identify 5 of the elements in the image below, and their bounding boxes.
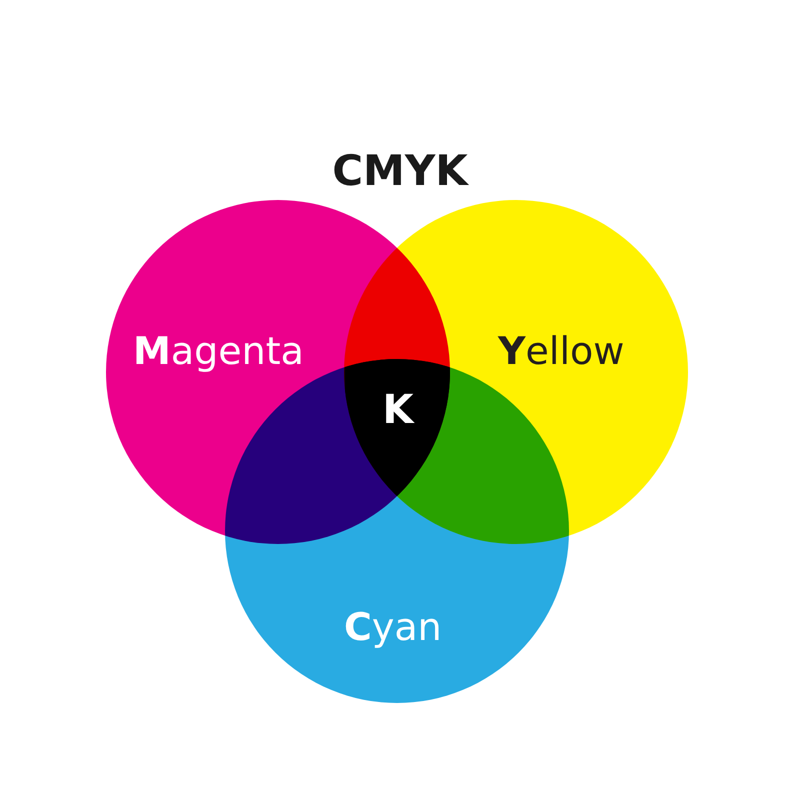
color-name: Yellow bbox=[498, 332, 624, 370]
color-name: K bbox=[382, 390, 416, 430]
diagram-title: CMYK bbox=[332, 146, 468, 195]
color-name: Cyan bbox=[344, 608, 442, 646]
color-name: Magenta bbox=[133, 332, 304, 370]
